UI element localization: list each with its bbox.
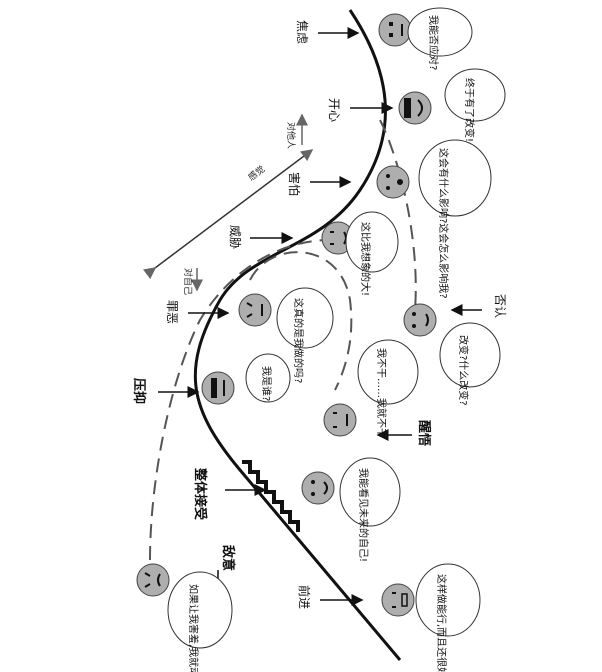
stage-label-dishi: 敌意 [220,545,236,571]
face-anxious [378,13,412,47]
main-transition-curve [193,9,402,661]
stage-label-fouren: 否认 [493,294,507,318]
face-awakening [323,403,357,437]
bubble-5: 改变?什么改变? [439,322,501,406]
face-acceptance [301,471,335,505]
bubble-11-text: 如果让我害羞,我就动手! [187,584,200,672]
stage-label-jiaolu: 焦虑 [295,20,309,44]
bubble-1: 我能否应对? [407,7,473,70]
stage-label-qianjin: 前进 [297,585,312,609]
stage-label-haipa: 害怕 [287,172,302,196]
bubble-2: 终于有了改变! [444,68,506,142]
bubble-3-text: 这会有什么影响?这会怎么影响我? [437,148,450,299]
bubble-9: 我能看见未来的自己! [339,457,401,562]
bubble-10: 这样做能行,而且还很好 [415,563,481,672]
bubble-4-text: 这比我想象的大! [359,222,372,296]
bubble-10-text: 这样做能行,而且还很好 [435,574,448,672]
staircase-icon [242,460,300,532]
face-guilt [238,293,272,327]
axis-to-others-label: 对他人 [285,122,297,149]
face-fear [376,165,410,199]
axis-perception-label: 感觉 [246,163,268,183]
bubble-2-text: 终于有了改变! [463,78,476,142]
bubble-1-text: 我能否应对? [427,15,440,70]
bubble-6-text: 这真的是我做的吗? [292,298,305,383]
bubble-8: 我不干……我就不干 [357,339,419,438]
stage-label-yayi: 压抑 [131,378,147,404]
dashed-path-denial [379,119,417,311]
bubble-11: 如果让我害羞,我就动手! [167,571,233,672]
face-denial [403,303,437,337]
bubble-5-text: 改变?什么改变? [457,335,470,406]
bubble-6: 这真的是我做的吗? [276,287,334,383]
axis-to-self-label: 对自己 [182,268,194,295]
face-forward [381,583,415,617]
perception-axis [143,149,314,280]
bubble-4: 这比我想象的大! [345,211,399,296]
face-hostility [136,563,170,597]
bubble-7: 我是谁? [245,353,291,403]
stage-label-zuie: 罪恶 [165,300,179,324]
face-happy [398,91,432,125]
stage-label-zhengti: 整体接受 [192,467,208,520]
stage-label-xingwu: 醒悟 [416,420,432,446]
bubble-3: 这会有什么影响?这会怎么影响我? [418,139,492,299]
bubble-7-text: 我是谁? [260,366,272,401]
face-depressed [201,371,235,405]
bubble-9-text: 我能看见未来的自己! [357,468,370,562]
bubble-8-text: 我不干……我就不干 [375,348,388,438]
stage-label-weixie: 威胁 [228,225,243,249]
stage-label-kaixin: 开心 [327,98,341,122]
